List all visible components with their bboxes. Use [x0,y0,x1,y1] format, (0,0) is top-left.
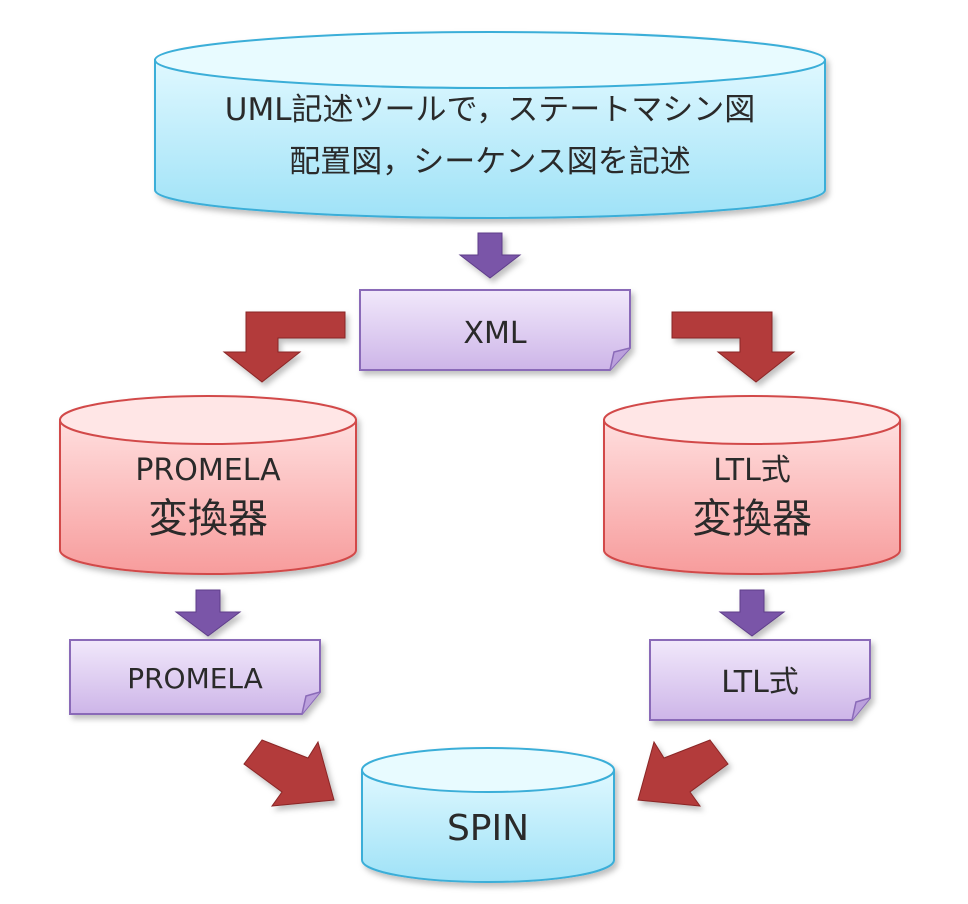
uml-tool-label-line1: UML記述ツールで，ステートマシン図 [225,92,755,128]
arrow-xml-to-ltl-converter [671,311,796,383]
arrow-xml-to-promela-converter [222,311,346,383]
spin-label: SPIN [447,808,529,849]
spin-cylinder [361,747,615,883]
arrow-promela-converter-to-promela [174,589,242,637]
promela-converter-cylinder [59,395,357,575]
ltl-document [649,639,871,721]
arrow-ltl-to-spin [637,739,729,807]
arrow-uml-to-xml [458,232,522,279]
promela-label: PROMELA [127,662,263,695]
ltl-converter-label-line2: 変換器 [692,496,812,542]
promela-converter-label-line2: 変換器 [148,496,268,542]
xml-document [359,289,631,371]
uml-tool-cylinder [154,31,826,219]
xml-label: XML [463,316,526,351]
promela-document [69,639,321,715]
ltl-label: LTL式 [721,665,799,700]
promela-converter-label-line1: PROMELA [135,453,281,488]
ltl-converter-cylinder [603,395,901,575]
ltl-converter-label-line1: LTL式 [713,453,791,488]
arrow-promela-to-spin [243,739,335,807]
arrow-ltl-converter-to-ltl [718,589,786,637]
uml-tool-label-line2: 配置図，シーケンス図を記述 [289,144,690,180]
